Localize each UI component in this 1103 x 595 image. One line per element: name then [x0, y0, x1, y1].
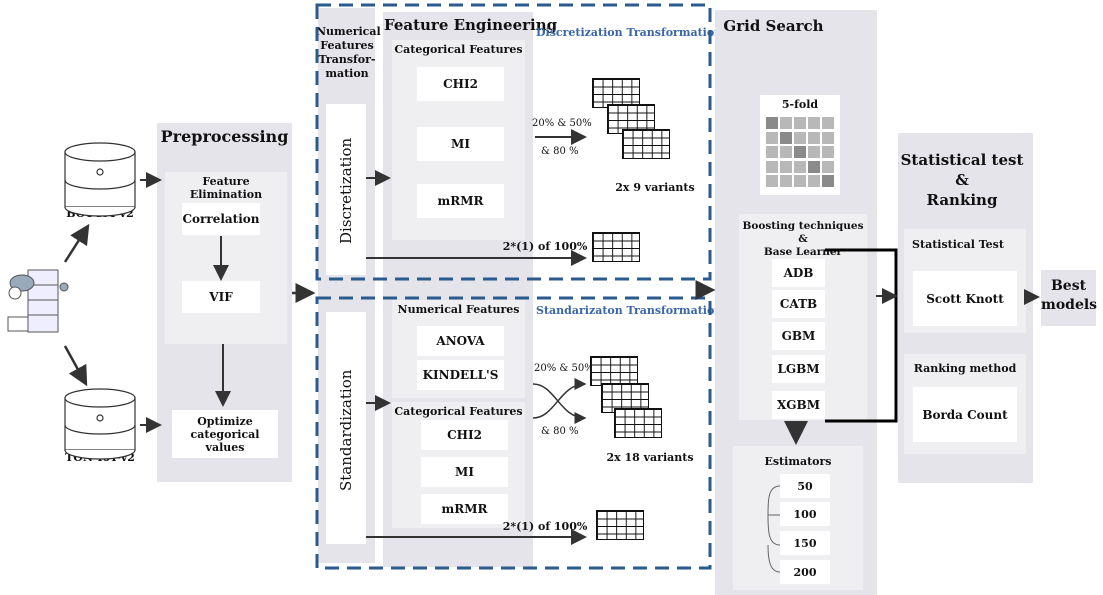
boosting-title: Boosting techniques & Base Learner: [742, 220, 864, 258]
estimator-100: 100: [780, 502, 830, 526]
fold-cell: [780, 175, 792, 188]
booster-adb: ADB: [772, 259, 825, 287]
discretization-label: Discretization: [337, 137, 355, 244]
fold-cell: [794, 146, 806, 159]
estimators-title: Estimators: [764, 455, 832, 468]
fold-cell: [822, 131, 834, 144]
booster-gbm: GBM: [772, 322, 825, 350]
grid-search-title: Grid Search: [723, 17, 824, 35]
fold-cells: [766, 117, 834, 190]
estimator-50: 50: [780, 474, 830, 498]
booster-lgbm: LGBM: [772, 355, 825, 383]
fold-cell: [822, 117, 834, 129]
table-grid-icon: [601, 383, 649, 413]
fold-cell: [808, 117, 820, 129]
estimator-200: 200: [780, 560, 830, 584]
fold-cell: [780, 117, 792, 129]
fold-cell: [766, 131, 778, 144]
fold-label: 5-fold: [781, 98, 819, 111]
fold-cell: [808, 131, 820, 144]
disc-mi-box: MI: [417, 127, 504, 161]
table-grid-icon: [596, 510, 644, 540]
stat-test-title: Statistical Test: [912, 238, 1004, 251]
fold-cell: [766, 175, 778, 188]
full-label-disc: 2*(1) of 100%: [502, 240, 588, 253]
table-grid-icon: [622, 129, 670, 159]
table-grid-icon: [607, 104, 655, 134]
fold-cell: [808, 160, 820, 173]
disc-mrmr-box: mRMR: [417, 184, 504, 218]
correlation-box: Correlation: [182, 203, 260, 235]
fold-cell: [766, 160, 778, 173]
stats-title: Statistical test & Ranking: [900, 151, 1024, 209]
fold-cell: [794, 160, 806, 173]
feature-elimination-box: [165, 172, 287, 344]
fold-cell: [794, 131, 806, 144]
borda-box: Borda Count: [913, 387, 1017, 442]
table-grid-icon: [590, 356, 638, 386]
rank-title: Ranking method: [913, 362, 1017, 375]
bot-iot-cylinder-icon: [64, 142, 136, 217]
variants-disc: 2x 9 variants: [615, 181, 695, 194]
disc-chi2-box: CHI2: [417, 67, 504, 101]
fold-cell: [794, 175, 806, 188]
fold-cell: [766, 146, 778, 159]
disc-cat-label: Categorical Features: [394, 43, 523, 56]
std-chi2-box: CHI2: [421, 420, 508, 450]
fold-cell: [808, 175, 820, 188]
bot-iot-label: BOT-IoT-v2: [66, 207, 134, 220]
kindells-box: KINDELL'S: [417, 360, 504, 390]
numerical-transform-title: Numerical Features Transfor- mation: [316, 25, 381, 80]
feature-elimination-label: Feature Elimination: [189, 175, 263, 201]
fold-cell: [822, 160, 834, 173]
std-num-label: Numerical Features: [397, 303, 520, 316]
preprocessing-title: Preprocessing: [160, 127, 289, 146]
server-cloud-icon: [7, 269, 69, 333]
fold-cell: [766, 117, 778, 129]
std-mi-box: MI: [421, 457, 508, 487]
fold-cell: [780, 146, 792, 159]
table-grid-icon: [614, 408, 662, 438]
booster-catb: CATB: [772, 290, 825, 318]
fold-cell: [780, 131, 792, 144]
vif-box: VIF: [182, 281, 260, 313]
table-grid-icon: [592, 78, 640, 108]
standardization-label: Standardization: [337, 369, 355, 491]
full-label-std: 2*(1) of 100%: [502, 520, 588, 533]
fold-cell: [808, 146, 820, 159]
booster-xgbm: XGBM: [772, 391, 825, 419]
best-models-box: [1041, 270, 1096, 326]
optimize-box: Optimize categorical values: [172, 410, 278, 458]
disc-transform-title: Discretization Transformation: [536, 26, 723, 39]
fold-cell: [794, 117, 806, 129]
feature-engineering-title: Feature Engineering: [384, 16, 558, 34]
estimator-150: 150: [780, 531, 830, 555]
variants-std: 2x 18 variants: [606, 451, 694, 464]
fold-cell: [780, 160, 792, 173]
fold-cell: [822, 146, 834, 159]
ton-iot-label: TON-IoT-v2: [65, 451, 135, 464]
best-models-label: Best models: [1041, 278, 1098, 313]
anova-box: ANOVA: [417, 326, 504, 356]
disc-pct-top: 20% & 50%: [532, 118, 592, 129]
scott-knott-box: Scott Knott: [913, 271, 1017, 326]
std-pct-bottom: & 80 %: [541, 426, 579, 437]
table-grid-icon: [592, 232, 640, 262]
ton-iot-cylinder-icon: [64, 388, 136, 460]
std-cat-label: Categorical Features: [394, 405, 523, 418]
std-transform-title: Standarizaton Transformation: [536, 304, 723, 317]
disc-pct-bottom: & 80 %: [541, 146, 579, 157]
std-pct-top: 20% & 50%: [534, 363, 594, 374]
fold-cell: [822, 175, 834, 188]
